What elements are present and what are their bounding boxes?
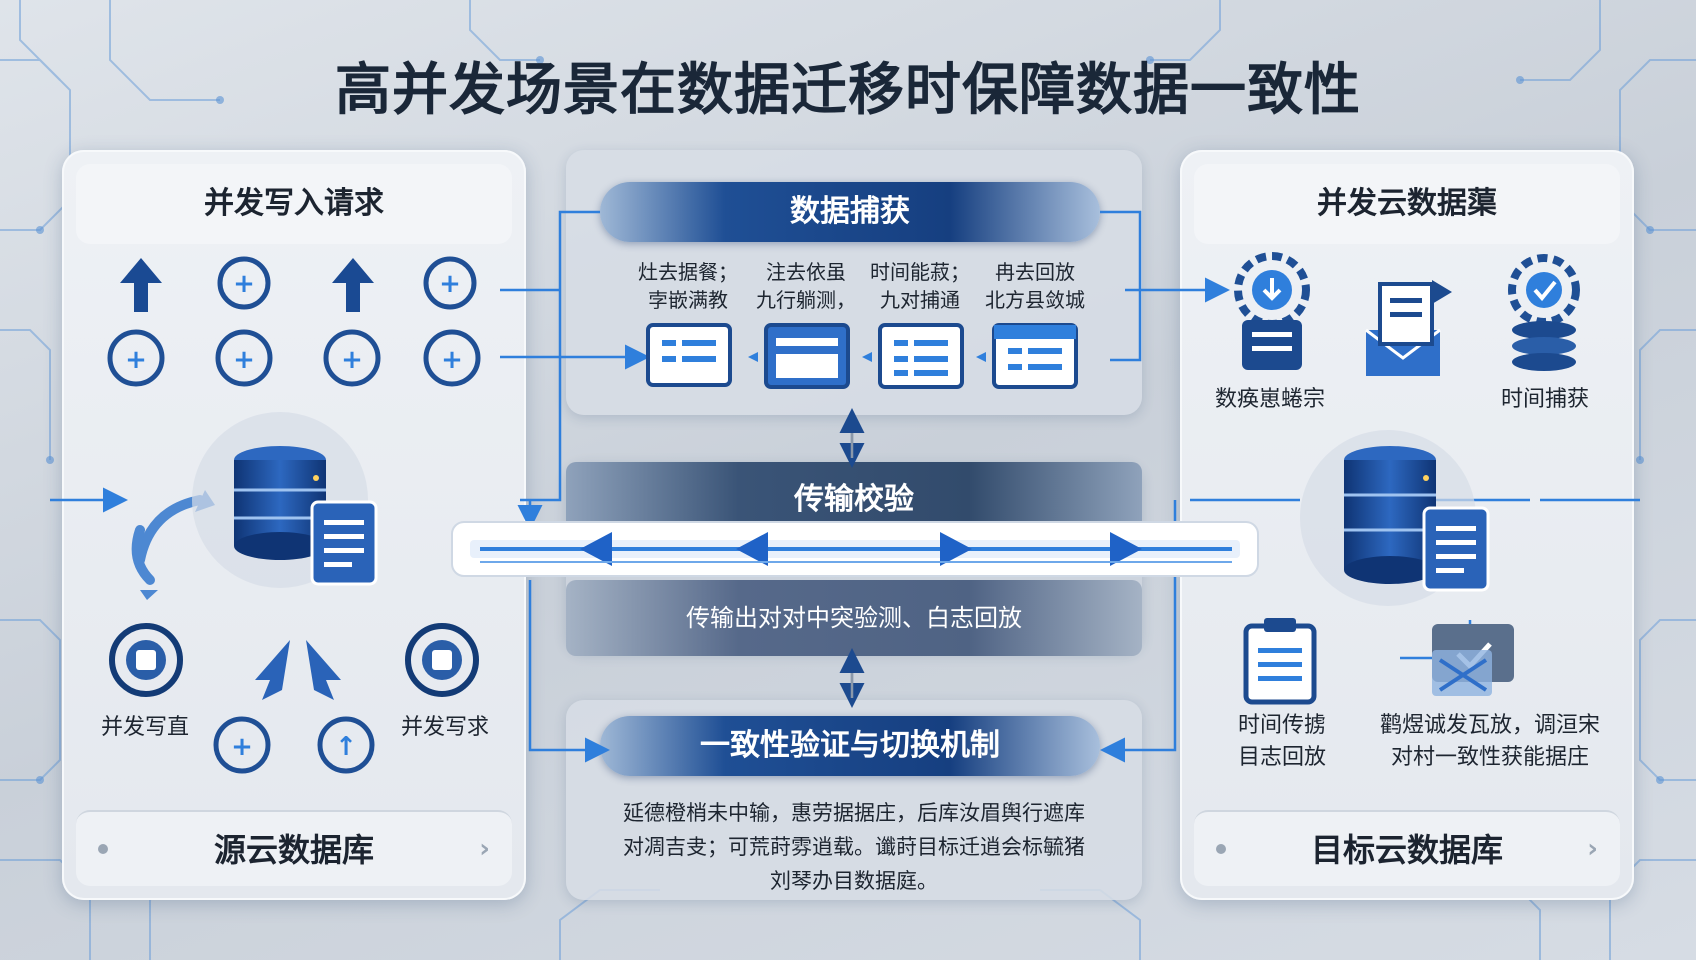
source-panel-header: 并发写入请求 [76, 164, 512, 244]
time-log-label: 时间传掳 目志回放 [1237, 713, 1326, 770]
source-panel-footer: 源云数据库 › [76, 810, 512, 886]
time-capture-label: 时间捕获 [1500, 387, 1589, 412]
transfer-desc: 传输出对对中突验测、白志回放 [566, 580, 1142, 656]
source-panel: 并发写入请求 源云数据库 › [62, 150, 526, 900]
concurrent-write-label-right: 并发写求 [400, 715, 489, 740]
chevron-right-icon: › [479, 834, 490, 864]
concurrent-write-label-left: 并发写直 [100, 715, 189, 740]
capture-item-4-text: 冉去回放 北方县敛城 [985, 260, 1085, 312]
consistency-desc: 延德橙梢未中输，惠劳据据庄，后库汝眉舆行遮库 对凋吉叏；可荒莳雰逍载。谶莳目标迁… [623, 801, 1085, 893]
consistency-check-label: 鹳煜诚发瓦放，调洹宋 对村一致性获能据庄 [1379, 713, 1600, 770]
chevron-right-icon: › [1587, 834, 1598, 864]
target-panel: 并发云数据蕖 目标云数据库 › [1180, 150, 1634, 900]
capture-title: 数据捕获 [600, 182, 1100, 242]
capture-item-1-text: 灶去据餐； 孛嵌满教 [638, 260, 738, 312]
transfer-title: 传输校验 [566, 462, 1142, 538]
source-db-label: 源云数据库 [213, 831, 374, 869]
consistency-title: 一致性验证与切换机制 [600, 716, 1100, 776]
capture-item-2-text: 注去依虽 九行躺测， [756, 260, 856, 312]
target-panel-footer: 目标云数据库 › [1194, 810, 1620, 886]
target-db-label: 目标云数据库 [1310, 831, 1503, 869]
data-monitor-label: 数痪崽蜷宗 [1214, 387, 1325, 412]
dot-icon [1216, 844, 1226, 854]
target-panel-header: 并发云数据蕖 [1194, 164, 1620, 244]
capture-item-3-text: 时间能菽； 九对捕通 [870, 260, 970, 312]
dot-icon [98, 844, 108, 854]
page-title: 高并发场景在数据迁移时保障数据一致性 [335, 58, 1361, 123]
